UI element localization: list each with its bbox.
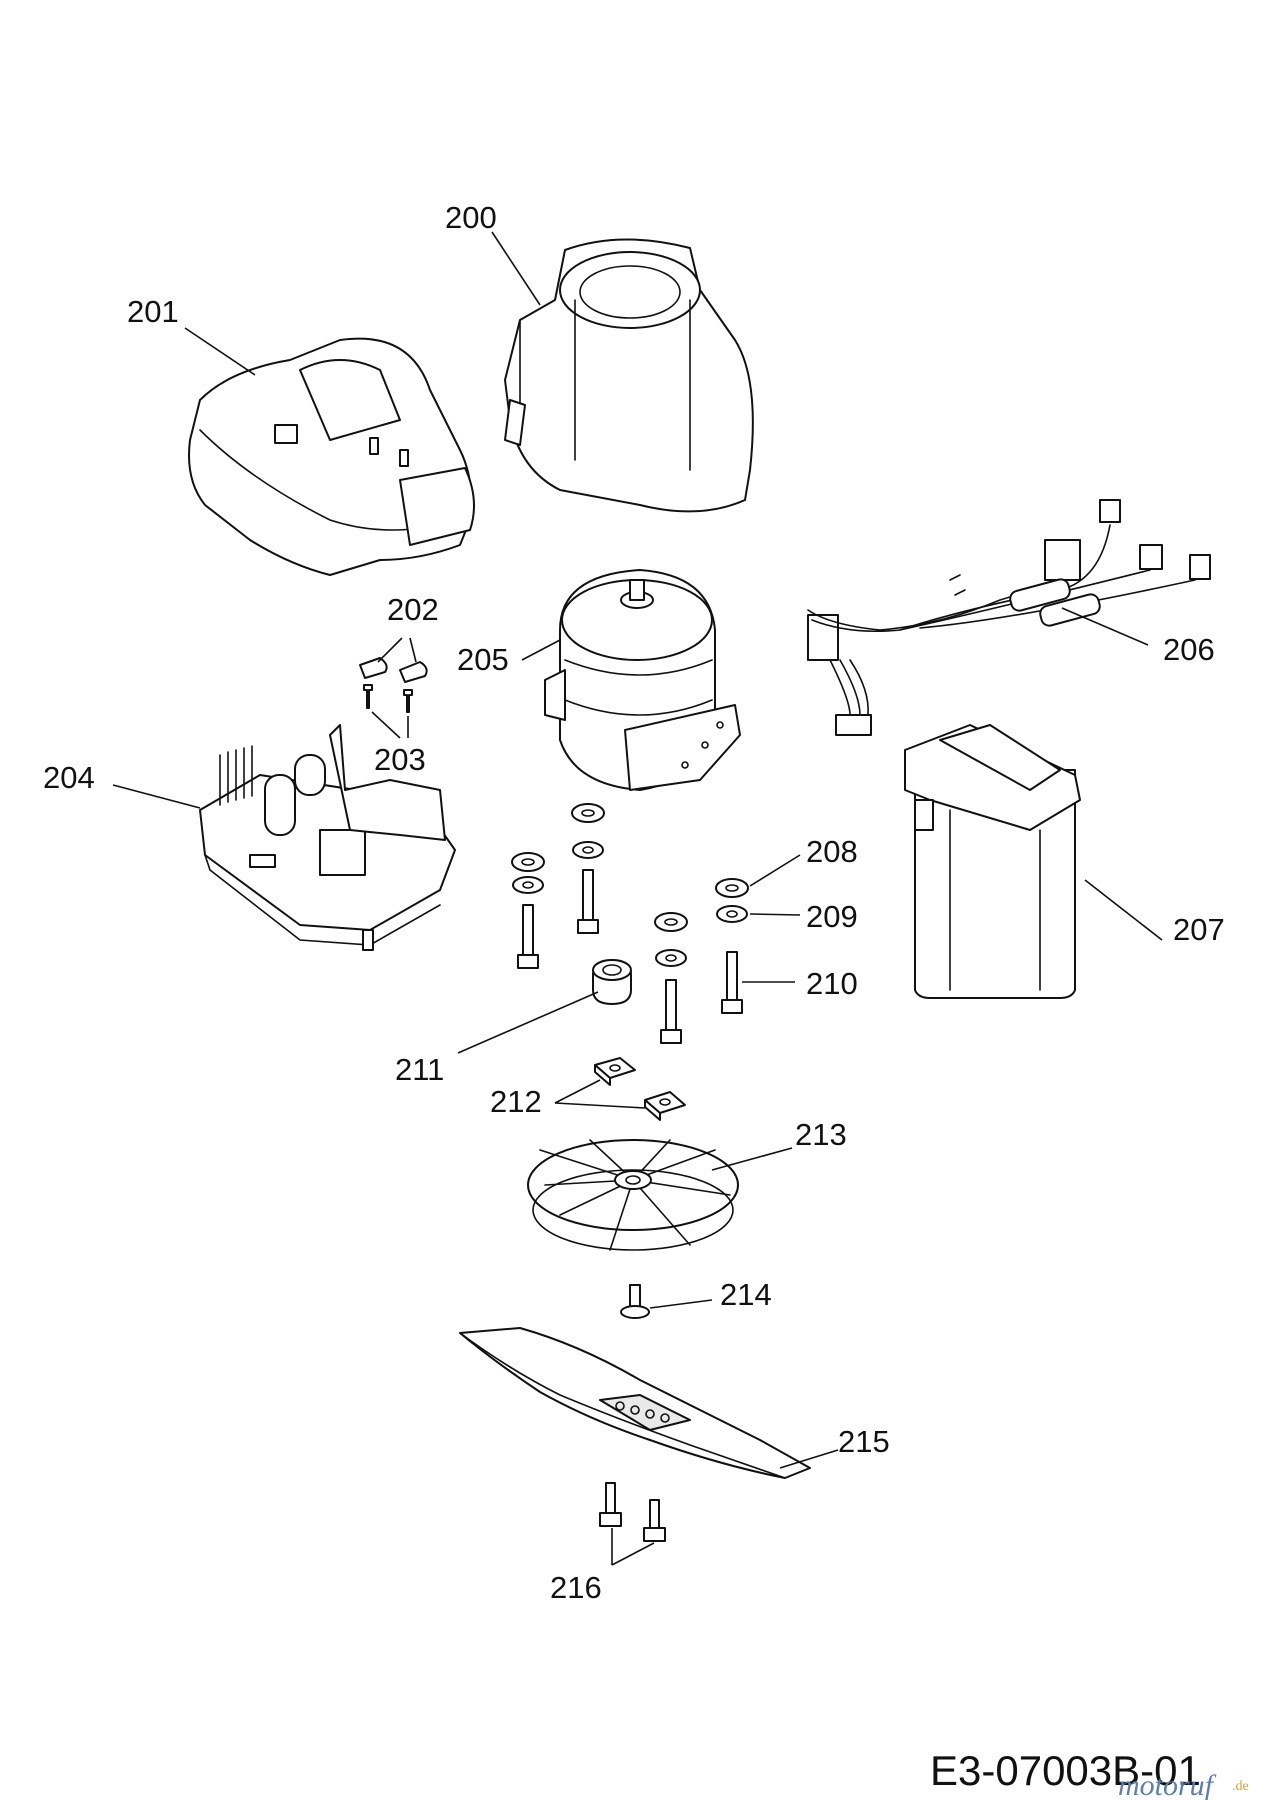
callout-215: 215 xyxy=(838,1424,890,1459)
leader-207 xyxy=(1084,879,1163,941)
part-203-screws[interactable] xyxy=(363,684,413,713)
leader-202a xyxy=(377,637,403,663)
leader-211 xyxy=(457,991,599,1054)
part-211-spacer[interactable] xyxy=(592,959,632,1005)
leader-203a xyxy=(371,711,401,739)
callout-209: 209 xyxy=(806,899,858,934)
leader-202b xyxy=(409,637,417,663)
callout-212: 212 xyxy=(490,1084,542,1119)
leader-201 xyxy=(184,327,256,376)
callout-207: 207 xyxy=(1173,912,1225,947)
leader-215 xyxy=(779,1449,839,1469)
callout-208: 208 xyxy=(806,834,858,869)
watermark-suffix: .de xyxy=(1232,1779,1249,1794)
callout-206: 206 xyxy=(1163,632,1215,667)
callout-202: 202 xyxy=(387,592,439,627)
part-216-blade-bolts[interactable] xyxy=(599,1482,666,1542)
leader-205 xyxy=(521,639,561,661)
callout-204: 204 xyxy=(43,760,95,795)
part-202-clips[interactable] xyxy=(359,657,428,683)
part-212-square-nuts[interactable] xyxy=(594,1057,686,1121)
callout-210: 210 xyxy=(806,966,858,1001)
part-210-bolts[interactable] xyxy=(517,869,743,1044)
callout-211: 211 xyxy=(395,1052,444,1087)
leader-212a xyxy=(554,1079,601,1104)
part-208-washers[interactable] xyxy=(511,803,749,932)
leader-204 xyxy=(112,784,201,809)
part-204-control-board[interactable] xyxy=(199,724,456,951)
part-209-spring-washers[interactable] xyxy=(512,841,748,967)
leader-209 xyxy=(749,913,801,916)
drawing-id: E3-07003B-01 xyxy=(930,1747,1201,1794)
part-200-motor-housing[interactable] xyxy=(504,238,754,513)
part-214-fan-screw[interactable] xyxy=(620,1284,650,1319)
leader-212b xyxy=(554,1102,646,1109)
part-207-battery[interactable] xyxy=(904,724,1081,999)
leader-216b xyxy=(611,1542,655,1566)
leader-208 xyxy=(749,854,801,887)
leader-213 xyxy=(711,1147,793,1171)
leader-214 xyxy=(649,1299,713,1309)
callout-200: 200 xyxy=(445,200,497,235)
callout-205: 205 xyxy=(457,642,509,677)
watermark-logo: motoruf .de xyxy=(1118,1769,1249,1800)
callout-213: 213 xyxy=(795,1117,847,1152)
part-215-blade[interactable] xyxy=(459,1327,811,1479)
part-213-fan[interactable] xyxy=(527,1139,739,1251)
callout-203: 203 xyxy=(374,742,426,777)
part-206-wiring-harness[interactable] xyxy=(807,499,1211,736)
callout-216: 216 xyxy=(550,1570,602,1605)
watermark-brand: motoruf xyxy=(1118,1769,1217,1800)
leader-206 xyxy=(1061,607,1149,646)
leader-200 xyxy=(491,231,541,306)
part-201-cover[interactable] xyxy=(188,337,475,576)
callout-201: 201 xyxy=(127,294,179,329)
callout-214: 214 xyxy=(720,1277,772,1312)
part-205-electric-motor[interactable] xyxy=(544,569,741,791)
